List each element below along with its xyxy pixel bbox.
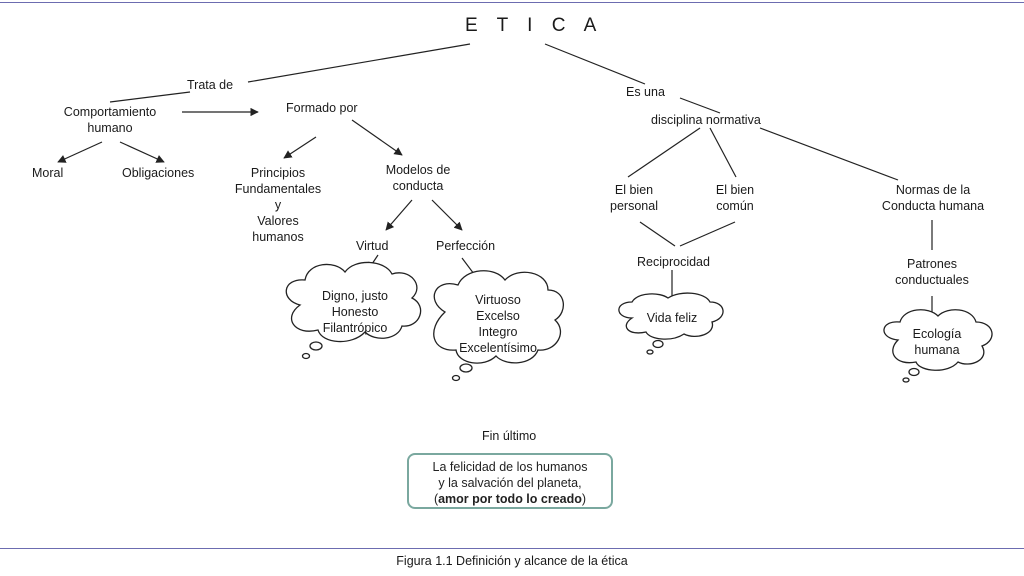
cloud-virtud-line3: Filantrópico [322, 321, 388, 335]
cloud-perfeccion [433, 270, 564, 364]
node-modelos: Modelos de conducta [372, 162, 464, 194]
node-normas-line1: Normas de la [895, 183, 971, 197]
cloud-virtud-bubble1 [309, 341, 323, 351]
node-bien-comun: El bien común [700, 182, 770, 214]
node-principios-line1: Principios [250, 166, 306, 180]
cloud-perfeccion-text: Virtuoso Excelso Integro Excelentísimo [440, 292, 556, 356]
node-reciprocidad: Reciprocidad [637, 255, 710, 269]
figure-caption: Figura 1.1 Definición y alcance de la ét… [396, 554, 628, 568]
arrow-to-virtud [385, 199, 413, 231]
node-moral: Moral [32, 166, 64, 180]
node-normas-line2: Conducta humana [881, 199, 985, 213]
cloud-virtud [285, 261, 422, 343]
node-principios-line5: humanos [252, 230, 304, 244]
cloud-ecologia-line1: Ecología [912, 327, 962, 341]
node-bien-comun-line1: El bien [715, 183, 755, 197]
node-comportamiento-line1: Comportamiento [63, 105, 157, 119]
cloud-ecologia [883, 309, 993, 371]
goal-box: La felicidad de los humanos y la salvaci… [407, 453, 613, 509]
cloud-perfeccion-line4: Excelentísimo [459, 341, 537, 355]
cloud-ecologia-line2: humana [914, 343, 960, 357]
cloud-ecologia-bubble2 [902, 377, 910, 383]
cloud-virtud-bubble2 [301, 352, 311, 360]
cloud-virtud-line1: Digno, justo [321, 289, 388, 303]
node-principios: Principios Fundamentales y Valores human… [222, 165, 334, 245]
node-principios-line3: y [274, 198, 282, 212]
node-bien-personal-line1: El bien [614, 183, 654, 197]
link-disciplina-personal [627, 127, 701, 178]
diagram-title: E T I C A [465, 15, 604, 36]
node-virtud: Virtud [356, 239, 389, 253]
node-perfeccion: Perfección [436, 239, 496, 253]
cloud-perfeccion-bubble1 [459, 363, 473, 373]
goal-line3-open: ( [433, 492, 439, 506]
goal-line3-close: ) [581, 492, 587, 506]
cloud-perfeccion-bubble2 [451, 374, 461, 382]
cloud-vida-feliz-text: Vida feliz [624, 310, 720, 326]
cloud-vida-feliz [618, 292, 724, 340]
node-modelos-line2: conducta [392, 179, 444, 193]
cloud-vida-bubble2 [646, 349, 654, 355]
link-disciplina-comun [709, 127, 737, 178]
goal-line3-bold: amor por todo lo creado [438, 492, 582, 506]
node-comportamiento: Comportamiento humano [50, 104, 170, 136]
node-bien-personal-line2: personal [610, 199, 658, 213]
node-bien-personal: El bien personal [598, 182, 670, 214]
node-comportamiento-line2: humano [87, 121, 133, 135]
goal-line2: y la salvación del planeta, [438, 476, 582, 490]
link-etica-esuna [544, 43, 646, 85]
link-etica-trata [247, 43, 471, 83]
node-bien-comun-line2: común [716, 199, 754, 213]
arrow-to-perfeccion [431, 199, 463, 231]
cloud-vida-feliz-line1: Vida feliz [646, 311, 698, 325]
goal-line3: (amor por todo lo creado) [409, 491, 611, 507]
node-principios-line4: Valores [257, 214, 299, 228]
node-patrones-line1: Patrones [906, 257, 958, 271]
cloud-ecologia-text: Ecología humana [894, 326, 980, 358]
arrow-to-principios [283, 136, 317, 159]
node-principios-line2: Fundamentales [234, 182, 322, 196]
goal-line1: La felicidad de los humanos [432, 460, 588, 474]
link-esuna-disciplina [679, 97, 721, 114]
cloud-perfeccion-line1: Virtuoso [475, 293, 521, 307]
arrow-to-obligaciones [119, 141, 165, 163]
cloud-virtud-line2: Honesto [331, 305, 379, 319]
node-normas: Normas de la Conducta humana [876, 182, 990, 214]
cloud-perfeccion-line3: Integro [478, 325, 518, 339]
node-obligaciones: Obligaciones [122, 166, 195, 180]
node-es-una: Es una [626, 85, 665, 99]
bottom-rule [0, 548, 1024, 549]
node-formado-por: Formado por [286, 101, 358, 115]
node-trata-de: Trata de [187, 78, 234, 92]
link-trata-comportamiento [109, 91, 191, 103]
link-personal-reciprocidad [639, 221, 676, 247]
link-comun-reciprocidad [679, 221, 736, 247]
cloud-virtud-text: Digno, justo Honesto Filantrópico [300, 288, 410, 336]
arrow-to-moral [57, 141, 103, 163]
node-disciplina: disciplina normativa [651, 113, 761, 127]
top-rule [0, 2, 1024, 3]
cloud-perfeccion-line2: Excelso [476, 309, 520, 323]
node-modelos-line1: Modelos de [385, 163, 451, 177]
node-patrones-line2: conductuales [895, 273, 969, 287]
arrow-to-modelos [351, 119, 403, 156]
cloud-ecologia-bubble1 [908, 367, 920, 377]
cloud-vida-bubble1 [652, 339, 664, 349]
link-disciplina-normas [759, 127, 899, 181]
node-fin-ultimo: Fin último [482, 429, 537, 443]
node-patrones: Patrones conductuales [886, 256, 978, 288]
